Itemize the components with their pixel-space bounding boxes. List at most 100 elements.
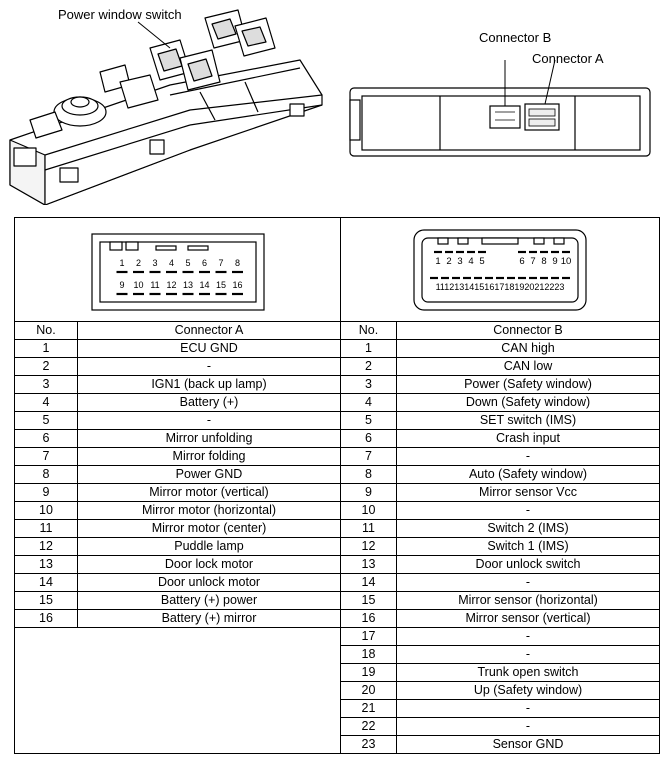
header-no-b: No.: [340, 321, 397, 340]
table-header-row: No. Connector A No. Connector B: [14, 321, 660, 340]
connector-b-bottom-pins: 11121314151617181920212223: [430, 276, 570, 292]
connector-b-top-pin-8: 8: [541, 256, 546, 267]
connector-a-pin-name: IGN1 (back up lamp): [77, 375, 341, 394]
connector-a-pin-no: 4: [14, 393, 78, 412]
connector-location-drawing: [349, 60, 651, 157]
connector-a-pin-name: Mirror motor (center): [77, 519, 341, 538]
connector-b-pin-name: -: [396, 627, 660, 646]
connector-b-pin-no: 4: [340, 393, 397, 412]
connector-a-pin-name: Puddle lamp: [77, 537, 341, 556]
connector-b-pin-no: 21: [340, 699, 397, 718]
connector-b-pin-no: 6: [340, 429, 397, 448]
connector-b-pin-name: Switch 2 (IMS): [396, 519, 660, 538]
connector-a-pin-name: Door lock motor: [77, 555, 341, 574]
connector-b-pin-no: 5: [340, 411, 397, 430]
connector-b-top-pin-4: 4: [468, 256, 473, 267]
connector-b-bottom-pin-numbers: 11121314151617181920212223: [436, 282, 565, 292]
connector-a-pin-no: 14: [14, 573, 78, 592]
connector-b-top-pin-1: 1: [435, 256, 440, 267]
connector-a-pin-no: 15: [14, 591, 78, 610]
power-window-switch-label: Power window switch: [58, 7, 182, 22]
connector-a-pin-no: 8: [14, 465, 78, 484]
connector-b-pin-name: Auto (Safety window): [396, 465, 660, 484]
connector-a-bottom-pin-11: 11: [150, 280, 159, 290]
connector-b-top-pin-10: 10: [561, 256, 572, 267]
connector-b-top-pin-3: 3: [457, 256, 462, 267]
connector-b-pin-no: 7: [340, 447, 397, 466]
connector-a-top-pin-6: 6: [201, 258, 206, 268]
connector-a-top-pin-8: 8: [234, 258, 239, 268]
connector-a-top-pin-1: 1: [119, 258, 124, 268]
connector-b-pin-no: 18: [340, 645, 397, 664]
header-connector-b: Connector B: [396, 321, 660, 340]
connector-b-pin-no: 19: [340, 663, 397, 682]
connector-b-pin-name: -: [396, 573, 660, 592]
connector-b-pin-no: 14: [340, 573, 397, 592]
connector-b-pin-no: 13: [340, 555, 397, 574]
connector-a-pin-name: -: [77, 357, 341, 376]
connector-a-pin-no: 12: [14, 537, 78, 556]
connector-a-top-pin-2: 2: [135, 258, 140, 268]
connector-b-pin-name: -: [396, 717, 660, 736]
connector-a-top-pin-4: 4: [168, 258, 173, 268]
connector-a-pin-no: 11: [14, 519, 78, 538]
connector-a-pin-no: 16: [14, 609, 78, 628]
connector-a-pin-name: ECU GND: [77, 339, 341, 358]
connector-a-pin-no: 9: [14, 483, 78, 502]
connector-b-pin-name: CAN high: [396, 339, 660, 358]
connector-a-pin-name: Power GND: [77, 465, 341, 484]
connector-b-pin-no: 8: [340, 465, 397, 484]
connector-a-bottom-pin-16: 16: [232, 280, 242, 290]
connector-a-pin-name: -: [77, 411, 341, 430]
connector-a-pin-no: 7: [14, 447, 78, 466]
connector-a-label: Connector A: [532, 51, 604, 66]
connector-b-pin-no: 10: [340, 501, 397, 520]
connector-a-pin-name: Mirror motor (vertical): [77, 483, 341, 502]
header-no-a: No.: [14, 321, 78, 340]
empty-cell: [14, 627, 341, 754]
connector-b-pin-no: 11: [340, 519, 397, 538]
connector-b-pin-name: Switch 1 (IMS): [396, 537, 660, 556]
connector-a-top-pin-5: 5: [185, 258, 190, 268]
connector-b-pin-no: 17: [340, 627, 397, 646]
connector-b-pin-no: 23: [340, 735, 397, 754]
connector-b-pin-name: Mirror sensor (vertical): [396, 609, 660, 628]
connector-b-pin-no: 9: [340, 483, 397, 502]
connector-b-pin-name: -: [396, 699, 660, 718]
connector-b-pin-name: Down (Safety window): [396, 393, 660, 412]
connector-a-pin-no: 10: [14, 501, 78, 520]
connector-b-pin-name: Mirror sensor (horizontal): [396, 591, 660, 610]
connector-a-pin-no: 3: [14, 375, 78, 394]
connector-a-pin-no: 13: [14, 555, 78, 574]
connector-a-pin-name: Mirror folding: [77, 447, 341, 466]
connector-a-pin-no: 6: [14, 429, 78, 448]
connector-a-bottom-pin-15: 15: [215, 280, 225, 290]
connector-b-pin-name: SET switch (IMS): [396, 411, 660, 430]
power-window-switch-drawing: [9, 9, 323, 205]
connector-b-top-pin-9: 9: [552, 256, 557, 267]
connector-a-bottom-pin-13: 13: [182, 280, 192, 290]
table-row: 17-: [14, 627, 660, 754]
connector-b-pin-no: 15: [340, 591, 397, 610]
connector-b-pin-name: CAN low: [396, 357, 660, 376]
connector-a-pin-name: Door unlock motor: [77, 573, 341, 592]
connector-b-pin-name: Sensor GND: [396, 735, 660, 754]
connector-b-top-pin-6: 6: [519, 256, 524, 267]
connector-a-pin-name: Battery (+) power: [77, 591, 341, 610]
